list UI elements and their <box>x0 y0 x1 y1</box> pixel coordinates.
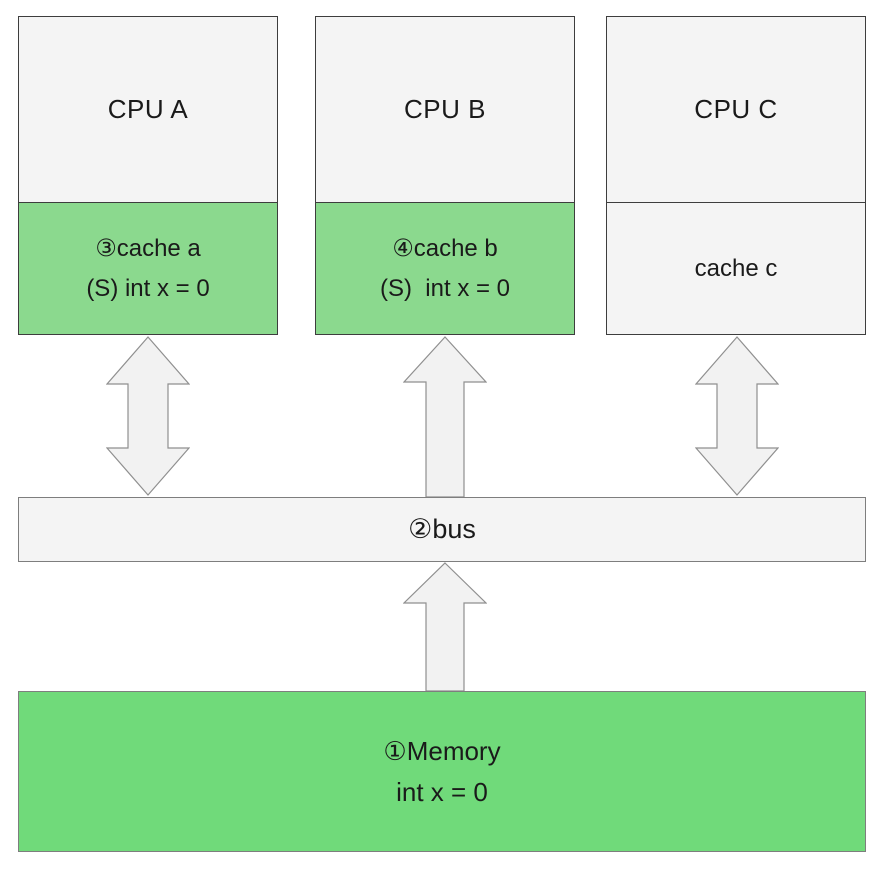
memory-box: ①Memory int x = 0 <box>18 691 866 852</box>
bus-bar: ②bus <box>18 497 866 562</box>
cache-a-bus-double-arrow-icon <box>106 336 190 496</box>
cache-a-value: (S) int x = 0 <box>86 274 210 302</box>
cpu-a-label: CPU A <box>107 94 189 124</box>
cache-c-box: cache c <box>607 202 865 334</box>
cpu-c-box: CPU C cache c <box>606 16 866 335</box>
cpu-b-label: CPU B <box>404 94 486 124</box>
memory-value: int x = 0 <box>396 776 488 807</box>
cpu-c-label: CPU C <box>694 94 778 124</box>
bus-cache-b-up-arrow-icon <box>403 336 487 498</box>
bus-label: ②bus <box>408 514 476 544</box>
cpu-b-box: CPU B ④cache b (S) int x = 0 <box>315 16 575 335</box>
memory-bus-up-arrow-icon <box>403 562 487 692</box>
cache-b-title: ④cache b <box>392 234 498 262</box>
cpu-a-box: CPU A ③cache a (S) int x = 0 <box>18 16 278 335</box>
cache-c-bus-double-arrow-icon <box>695 336 779 496</box>
memory-title: ①Memory <box>383 735 501 766</box>
cache-c-title: cache c <box>694 254 778 282</box>
cache-b-value: (S) int x = 0 <box>379 274 511 302</box>
cache-a-box: ③cache a (S) int x = 0 <box>19 202 277 334</box>
cache-a-title: ③cache a <box>95 234 201 262</box>
cache-b-box: ④cache b (S) int x = 0 <box>316 202 574 334</box>
